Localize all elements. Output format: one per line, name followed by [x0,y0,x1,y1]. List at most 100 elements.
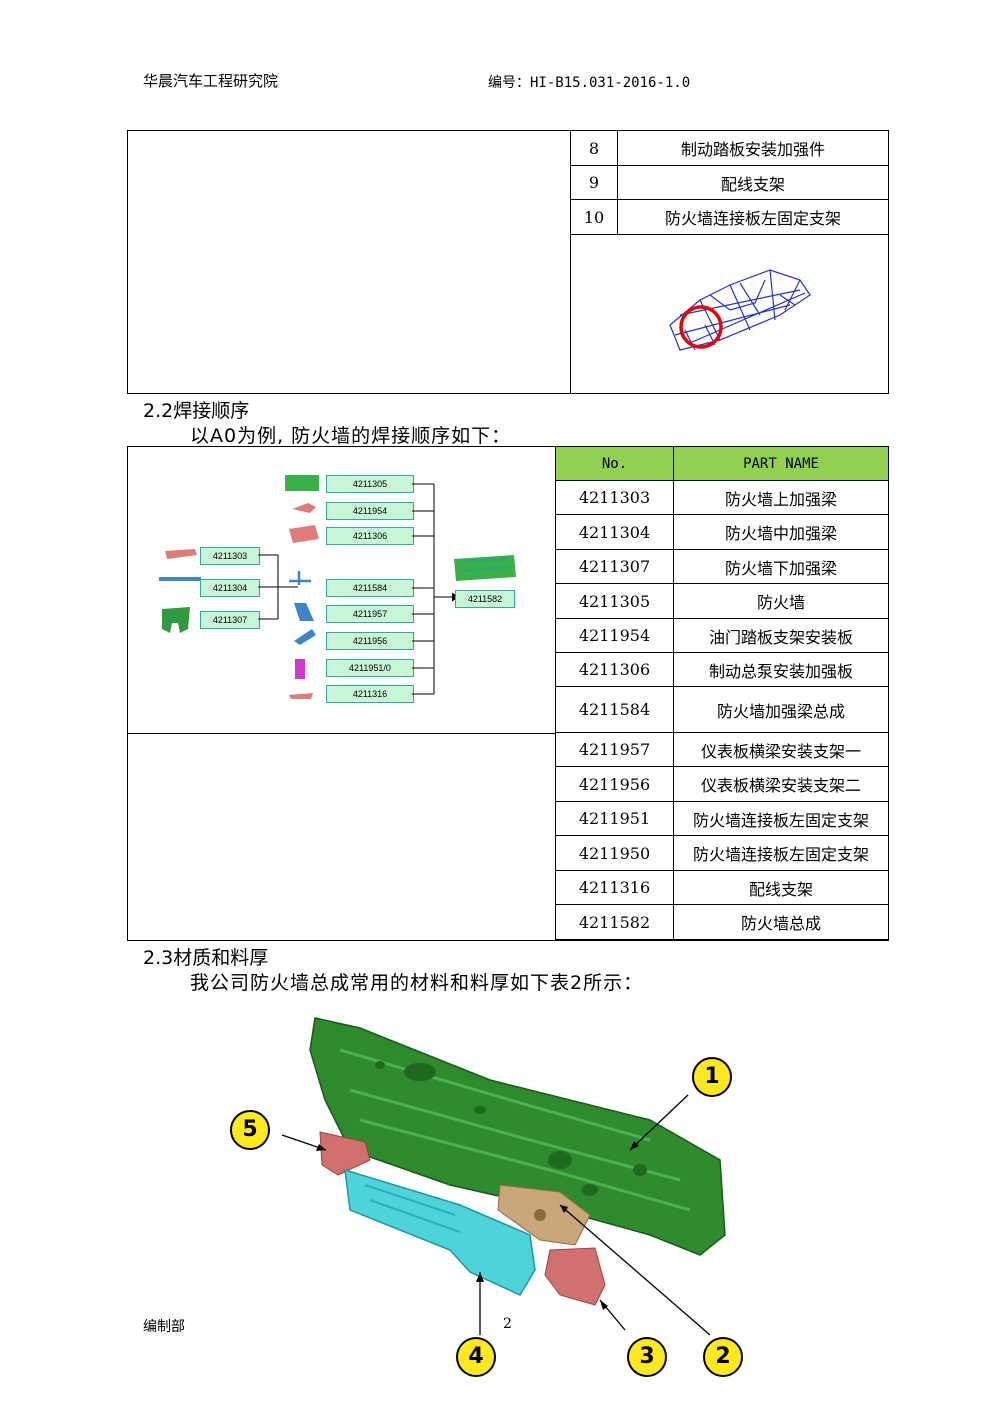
table-header-row: No. PART NAME [555,446,889,481]
callout-1: 1 [692,1057,732,1097]
result-tag: 4211582 [455,590,515,608]
callout-5: 5 [230,1110,270,1150]
top-row-name: 配线支架 [617,165,889,200]
part-image-bracket-1 [294,603,314,621]
firewall-exploded-illustration [281,1017,726,1336]
part-name: 防火墙总成 [673,904,889,940]
part-name: 制动总泵安装加强板 [673,652,889,687]
part-image-wire-bracket [289,693,313,699]
part-image-reinforce-beam [289,571,311,585]
part-name: 防火墙中加强梁 [673,514,889,550]
part-name: 防火墙连接板左固定支架 [673,801,889,836]
part-image-lower-beam [162,607,190,633]
part-tag: 4211584 [326,579,414,597]
part-number: 4211306 [555,652,674,687]
part-name: 防火墙上加强梁 [673,480,889,515]
callout-4: 4 [456,1337,496,1377]
section-2-2-intro: 以A0为例, 防火墙的焊接顺序如下： [190,425,512,447]
part-name: 配线支架 [673,870,889,905]
part-image-firewall [285,475,319,491]
part-tag: 4211305 [326,475,414,493]
part-number: 4211582 [555,904,674,940]
part-number: 4211950 [555,835,674,871]
part-number: 4211304 [555,514,674,550]
part-name: 防火墙加强梁总成 [673,686,889,733]
part-name: 防火墙 [673,583,889,619]
part-number: 4211307 [555,549,674,584]
part-number: 4211951 [555,801,674,836]
part-image-bracket-3 [295,659,305,679]
car-body-wireframe-image [669,269,811,351]
part-name: 油门踏板支架安装板 [673,618,889,653]
part-tag: 4211954 [326,502,414,520]
top-table-divider [570,130,571,394]
part-tag: 4211957 [326,605,414,623]
part-image-mid-beam [159,577,201,581]
part-number: 4211305 [555,583,674,619]
section-2-3-title: 2.3材质和料厚 [143,947,269,969]
section-2-2-title: 2.2焊接顺序 [143,400,250,422]
connector-lines-right [412,483,459,695]
part-tag: 4211303 [200,547,260,565]
part-image-bracket-2 [294,629,316,645]
top-row-no: 8 [570,130,618,166]
top-row-no: 9 [570,165,618,200]
callout-2: 2 [703,1337,743,1377]
welding-table-frame [127,446,889,941]
part-number: 4211303 [555,480,674,515]
page-number: 2 [503,1316,512,1332]
part-number: 4211957 [555,732,674,767]
part-tag: 4211306 [326,527,414,545]
part-image-upper-beam [165,549,197,559]
part-image-pedal-plate [292,503,316,513]
top-table-frame [127,130,889,394]
footer-dept: 编制部 [143,1319,185,1335]
part-number: 4211316 [555,870,674,905]
part-5 [319,1131,371,1176]
part-name: 仪表板横梁安装支架二 [673,766,889,802]
part-tag: 4211304 [200,579,260,597]
column-header-no: No. [555,446,674,481]
part-4 [344,1168,536,1296]
part-number: 4211954 [555,618,674,653]
callout-3: 3 [627,1337,667,1377]
part-image-brake-plate [289,525,319,543]
part-number: 4211956 [555,766,674,802]
top-row-name: 防火墙连接板左固定支架 [617,199,889,235]
part-3 [544,1247,606,1306]
part-name: 防火墙下加强梁 [673,549,889,584]
connector-lines-left [258,554,298,620]
part-name: 防火墙连接板左固定支架 [673,835,889,871]
highlight-circle [679,305,723,349]
part-tag: 4211951/0 [326,659,414,677]
part-number: 4211584 [555,686,674,733]
welding-block-divider [127,733,556,734]
part-tag: 4211307 [200,611,260,629]
section-2-3-intro: 我公司防火墙总成常用的材料和料厚如下表2所示： [190,972,644,994]
part-tag: 4211956 [326,632,414,650]
column-header-part-name: PART NAME [673,446,889,481]
part-image-firewall-assembly [454,555,516,581]
header-doc-number: 编号：HI-B15.031-2016-1.0 [488,75,691,91]
welding-sequence-diagram: 4211303 4211304 4211307 4211305 4211954 … [155,465,545,720]
part-name: 仪表板横梁安装支架一 [673,732,889,767]
top-row-no: 10 [570,199,618,235]
part-tag: 4211316 [326,685,414,703]
header-org: 华晨汽车工程研究院 [143,72,279,90]
top-row-name: 制动踏板安装加强件 [617,130,889,166]
